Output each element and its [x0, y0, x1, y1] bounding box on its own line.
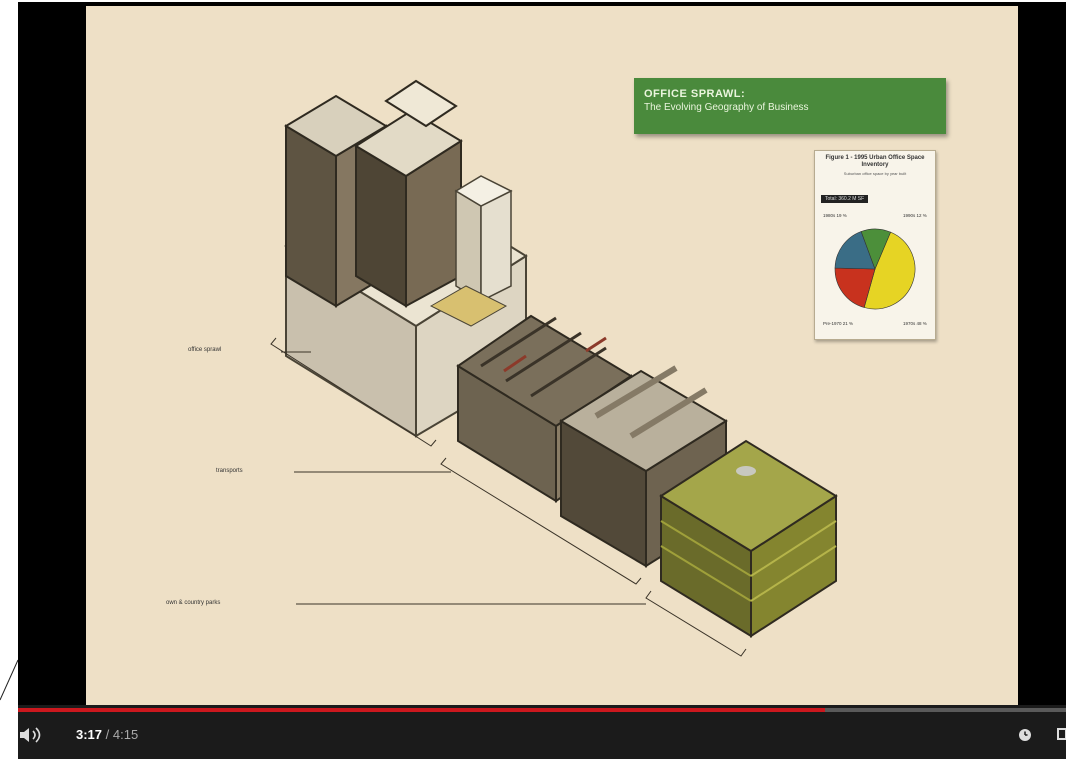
time-separator: / [102, 727, 113, 742]
pie-label: 1980s 19 % [823, 213, 847, 218]
cursor-line [0, 659, 19, 701]
figure-badge: Total: 360.2 M SF [821, 195, 869, 203]
pie-label: Pre-1970 21 % [823, 321, 854, 326]
progress-bar[interactable] [18, 708, 1066, 712]
pie-figure: Figure 1 - 1995 Urban Office Space Inven… [814, 150, 936, 340]
figure-title: Figure 1 - 1995 Urban Office Space Inven… [825, 155, 925, 168]
label-office-sprawl: office sprawl [188, 347, 222, 353]
duration: 4:15 [112, 727, 139, 742]
current-time: 3:17 [76, 727, 103, 742]
slide-title-box: OFFICE SPRAWL: The Evolving Geography of… [634, 78, 946, 134]
slide-title: OFFICE SPRAWL: [644, 88, 746, 100]
fullscreen-icon[interactable] [1056, 727, 1066, 741]
pie-slice-1970s [863, 231, 916, 310]
pie-label: 1970s 48 % [903, 321, 927, 326]
isometric-illustration [270, 79, 838, 657]
progress-played [18, 708, 825, 712]
volume-icon[interactable] [18, 726, 46, 744]
video-frame[interactable]: office sprawl transports own & country p… [86, 6, 1018, 705]
label-transports: transports [216, 468, 243, 474]
figure-subtitle: Suburban office space by year built [843, 171, 907, 176]
pie-label: 1990s 12 % [903, 213, 927, 218]
clock-icon[interactable] [1018, 728, 1032, 742]
slide-subtitle: The Evolving Geography of Business [644, 102, 809, 113]
pie-chart [834, 228, 916, 310]
time-display: 3:17 / 4:15 [76, 727, 138, 742]
player-controls: 3:17 / 4:15 [18, 705, 1066, 759]
label-parks: own & country parks [166, 600, 221, 606]
video-player[interactable]: office sprawl transports own & country p… [18, 2, 1066, 759]
pie-slice-1980s [834, 231, 876, 270]
pie-slice-pre-1970 [834, 267, 876, 308]
pie-slice-1990s [860, 228, 891, 270]
